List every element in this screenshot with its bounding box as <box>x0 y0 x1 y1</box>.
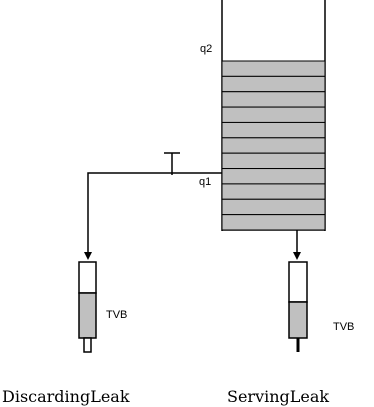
queue-slot <box>221 137 326 154</box>
label-tvb-right: TVB <box>333 321 354 333</box>
tvb-left-outlet <box>83 337 92 353</box>
label-q2: q2 <box>200 43 212 55</box>
queue-slot <box>221 183 326 200</box>
queue-slot <box>221 152 326 170</box>
queue-slot <box>221 60 326 77</box>
tvb-left-empty <box>78 261 97 294</box>
queue-slot <box>221 75 326 93</box>
label-q1: q1 <box>199 176 211 188</box>
discard-arrowhead <box>84 252 92 260</box>
tvb-left-filled <box>78 292 97 339</box>
queue-slot <box>221 198 326 216</box>
serve-arrowhead <box>293 252 301 260</box>
queue-slot <box>221 168 326 185</box>
queue-slot <box>221 214 326 231</box>
tvb-right-filled <box>288 301 308 339</box>
label-serving-leak: ServingLeak <box>227 387 329 406</box>
queue-slots <box>221 60 326 231</box>
tvb-right-empty <box>288 261 308 303</box>
label-tvb-left: TVB <box>106 309 127 321</box>
discard-path <box>87 172 222 256</box>
label-discarding-leak: DiscardingLeak <box>2 387 130 406</box>
queue-slot <box>221 121 326 139</box>
queue-slot <box>221 106 326 123</box>
queue-slot <box>221 91 326 108</box>
